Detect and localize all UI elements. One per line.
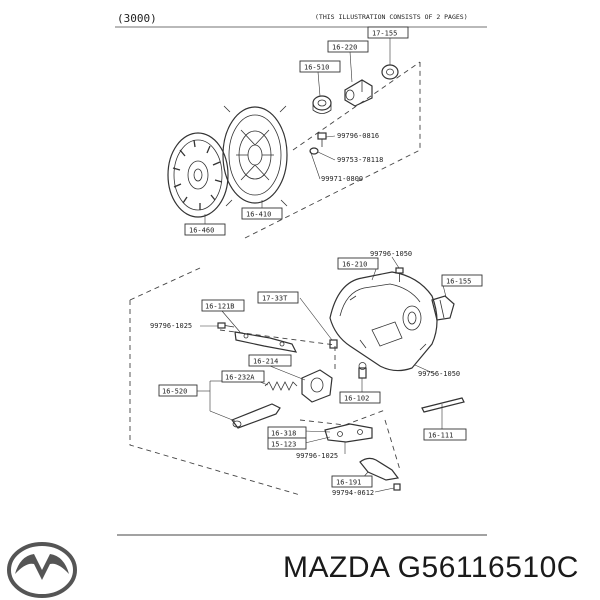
callout-16-155: 16-155 xyxy=(446,278,471,286)
callout-16-520: 16-520 xyxy=(162,388,187,396)
pipe-bracket-part xyxy=(324,423,373,443)
bolt-99794-0612-part xyxy=(393,483,401,491)
callout-16-121b: 16-121B xyxy=(205,303,235,311)
part-number-title: MAZDA G56116510C xyxy=(283,551,579,584)
bolt-99796-0816-part xyxy=(317,132,327,147)
callout-99796-1050-top: 99796-1050 xyxy=(370,250,412,258)
washer-99753-78118-part xyxy=(309,147,319,155)
callout-16-220: 16-220 xyxy=(332,44,357,52)
callout-17-155: 17-155 xyxy=(372,30,397,38)
callout-99753-78118: 99753-78118 xyxy=(337,156,383,164)
callout-16-510: 16-510 xyxy=(304,64,329,72)
callout-box xyxy=(441,274,483,287)
diagram-pages-note: (THIS ILLUSTRATION CONSISTS OF 2 PAGES) xyxy=(315,13,468,21)
callout-16-318: 16-318 xyxy=(271,430,296,438)
callout-16-460: 16-460 xyxy=(189,227,214,235)
assembly-line-lower-2 xyxy=(299,409,386,426)
callout-99796-1025-bottom: 99796-1025 xyxy=(296,452,338,460)
callout-box xyxy=(221,370,265,383)
callout-16-210: 16-210 xyxy=(342,261,367,269)
callout-box xyxy=(367,26,409,39)
callout-box xyxy=(337,257,379,270)
callout-box xyxy=(257,291,299,304)
gasket-plate-part xyxy=(421,397,465,413)
assembly-frame-side xyxy=(129,300,301,496)
clip-part xyxy=(359,457,400,481)
callout-17-33t: 17-33T xyxy=(262,295,288,303)
callout-box xyxy=(158,384,198,397)
bolt-99796-1025-part xyxy=(217,322,235,329)
callout-box xyxy=(327,40,369,53)
callout-99796-1025-top: 99796-1025 xyxy=(150,322,192,330)
release-fork-boot-part xyxy=(431,295,455,321)
callout-box xyxy=(267,437,307,450)
mazda-logo-icon xyxy=(7,542,77,598)
assembly-line-upper-2 xyxy=(244,62,421,239)
bearing-hub-part xyxy=(344,79,373,107)
release-cylinder-part xyxy=(301,369,333,403)
callout-box xyxy=(201,299,245,312)
callout-16-111: 16-111 xyxy=(428,432,453,440)
clutch-disc-part xyxy=(167,132,229,218)
callout-box xyxy=(299,60,341,73)
release-bearing-part xyxy=(312,95,332,114)
return-spring-part xyxy=(264,381,298,391)
callout-16-214: 16-214 xyxy=(253,358,278,366)
callout-box xyxy=(248,354,292,367)
callout-99756-1050: 99756-1050 xyxy=(418,370,460,378)
callout-16-102: 16-102 xyxy=(344,395,369,403)
assembly-line-upper-1 xyxy=(292,61,421,151)
diagram-code: (3000) xyxy=(117,12,157,25)
callout-box xyxy=(241,207,283,220)
pilot-bearing-part xyxy=(381,64,399,80)
callout-box xyxy=(184,223,226,236)
assembly-line-lower-1 xyxy=(219,329,336,372)
callout-15-123: 15-123 xyxy=(271,441,296,449)
pivot-ball-part xyxy=(358,362,367,379)
pivot-pin-part xyxy=(329,339,338,349)
callout-16-410: 16-410 xyxy=(246,211,271,219)
callout-16-232a: 16-232A xyxy=(225,374,255,382)
callout-99794-0612: 99794-0612 xyxy=(332,489,374,497)
callout-99796-0816: 99796-0816 xyxy=(337,132,379,140)
callout-box xyxy=(331,475,373,488)
cylinder-bracket-part xyxy=(234,331,298,353)
assembly-frame-top xyxy=(129,267,201,301)
clutch-housing-part xyxy=(329,271,438,372)
pressure-plate-part xyxy=(222,105,288,207)
callout-99971-0800: 99971-0800 xyxy=(321,175,363,183)
assembly-line-lower-3 xyxy=(384,419,401,471)
callout-box xyxy=(423,428,467,441)
release-fork-part xyxy=(231,403,281,429)
callout-16-191: 16-191 xyxy=(336,479,361,487)
callout-box xyxy=(339,391,381,404)
bolt-99796-1050-part xyxy=(395,267,404,282)
